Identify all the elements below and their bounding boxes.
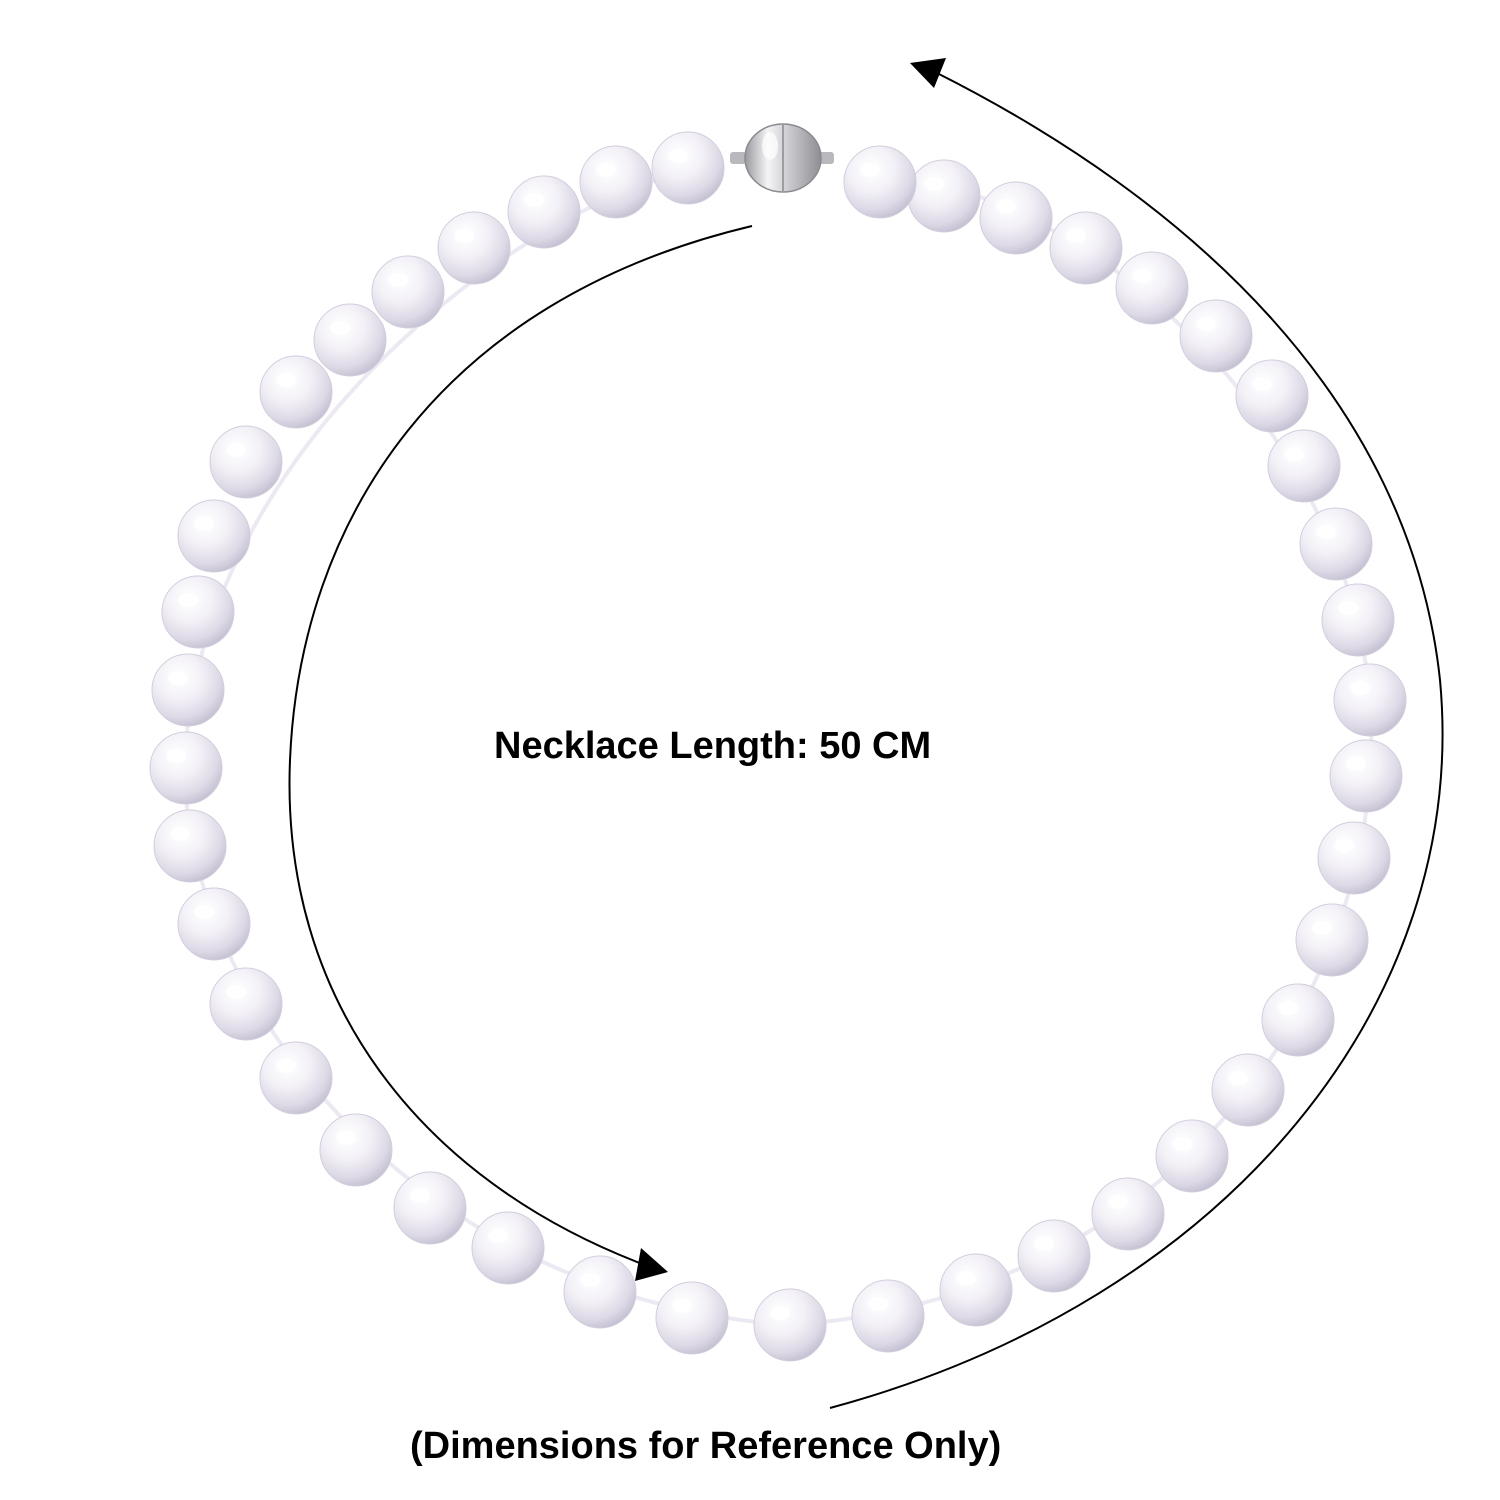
pearl [1267,429,1341,503]
pearl [209,967,283,1041]
pearl-highlight [1346,757,1366,771]
arrowhead-bottom-icon [635,1248,668,1281]
pearl [177,499,251,573]
pearl [851,1279,925,1353]
pearl-highlight [1316,525,1336,539]
pearl-highlight [1108,1195,1128,1209]
pearl [1321,583,1395,657]
pearl [259,355,333,429]
pearl [1049,211,1123,285]
pearl [149,731,223,805]
pearl [471,1211,545,1285]
pearl [153,809,227,883]
pearl-highlight [596,163,616,177]
pearl-highlight [524,193,544,207]
inner-measure-arc [288,225,753,1266]
pearl [1317,821,1391,895]
pearl [1155,1119,1229,1193]
pearl [313,303,387,377]
pearl [979,181,1053,255]
pearl-highlight [1252,377,1272,391]
pearl [177,887,251,961]
pearl [437,211,511,285]
pearl-highlight [1172,1137,1192,1151]
pearl-highlight [276,1059,296,1073]
pearl [939,1253,1013,1327]
pearl-highlight [226,985,246,999]
dimensions-disclaimer: (Dimensions for Reference Only) [410,1425,1002,1467]
pearl-highlight [1228,1071,1248,1085]
pearl-highlight [194,905,214,919]
pearl-highlight [1312,921,1332,935]
pearl-highlight [1066,229,1086,243]
pearl [579,145,653,219]
pearl-highlight [178,593,198,607]
pearl-highlight [410,1189,430,1203]
pearl [507,175,581,249]
pearl-highlight [1284,447,1304,461]
pearl-highlight [454,229,474,243]
pearl [393,1171,467,1245]
pearl-highlight [1132,269,1152,283]
pearl-highlight [168,671,188,685]
pearl-highlight [170,827,190,841]
pearl [1017,1219,1091,1293]
pearl-highlight [1334,839,1354,853]
pearl-highlight [1278,1001,1298,1015]
pearl [319,1113,393,1187]
pearl-highlight [330,321,350,335]
pearl-highlight [226,443,246,457]
necklace-length-label: Necklace Length: 50 CM [494,725,932,767]
pearl-highlight [668,149,688,163]
pearl [907,159,981,233]
pearl-highlight [868,1297,888,1311]
arrowhead-top-icon [910,58,946,88]
pearl-highlight [580,1273,600,1287]
pearl [655,1281,729,1355]
pearl-highlight [1034,1237,1054,1251]
pearl [161,575,235,649]
pearl-highlight [924,177,944,191]
pearl [563,1255,637,1329]
pearl-highlight [860,163,880,177]
pearl-highlight [388,273,408,287]
pearl [1211,1053,1285,1127]
pearl-highlight [1338,601,1358,615]
pearl [1261,983,1335,1057]
magnetic-clasp [730,123,834,193]
pearl-highlight [996,199,1016,213]
pearl [1295,903,1369,977]
pearl [151,653,225,727]
pearl-highlight [336,1131,356,1145]
pearl [753,1288,827,1362]
pearl [843,145,917,219]
pearl-highlight [166,749,186,763]
pearl-highlight [276,373,296,387]
pearl [651,131,725,205]
pearl-highlight [194,517,214,531]
pearl-highlight [770,1306,790,1320]
pearl [209,425,283,499]
pearl [1329,739,1403,813]
pearl [1115,251,1189,325]
pearl-highlight [956,1271,976,1285]
pearl [371,255,445,329]
pearl [1179,299,1253,373]
pearl [1091,1177,1165,1251]
pearl [259,1041,333,1115]
pearl-highlight [488,1229,508,1243]
pearl-strand [149,131,1407,1362]
pearl [1333,663,1407,737]
pearl [1299,507,1373,581]
outer-measure-arc [829,71,1444,1409]
pearl-highlight [1196,317,1216,331]
pearl-highlight [672,1299,692,1313]
pearl [1235,359,1309,433]
pearl-highlight [1350,681,1370,695]
